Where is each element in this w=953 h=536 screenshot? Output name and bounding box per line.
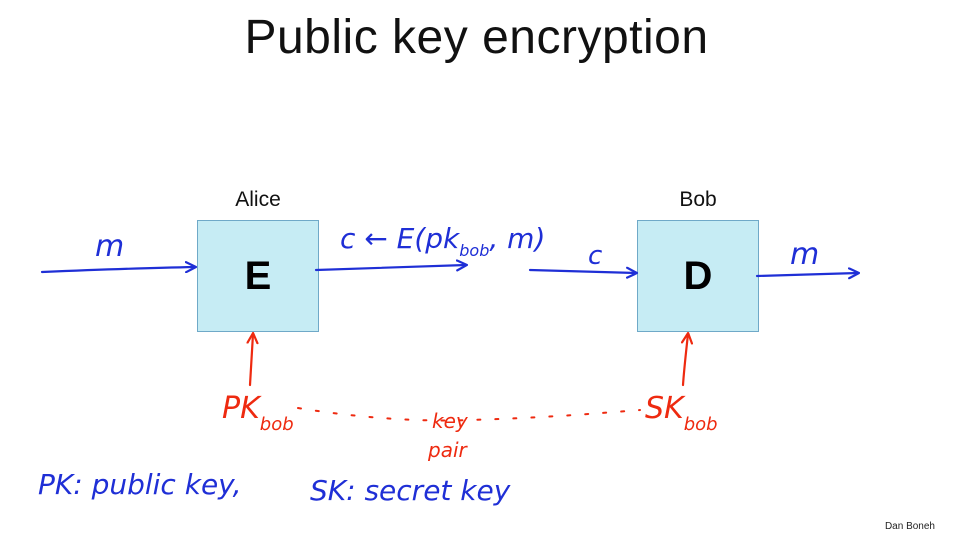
alice-label: Alice bbox=[235, 188, 281, 211]
pk-bob-main: PK bbox=[222, 391, 262, 426]
key-pair-label-key: key bbox=[432, 409, 469, 433]
ciphertext-equation-tail: , m) bbox=[489, 222, 545, 255]
author-footer: Dan Boneh bbox=[884, 521, 935, 532]
ciphertext-equation: c ← E(pkbob, m) bbox=[340, 222, 545, 260]
arrow-bob-out bbox=[755, 273, 858, 276]
key-pair-dashed-line bbox=[297, 407, 641, 422]
slide-title: Public key encryption bbox=[244, 11, 709, 64]
pk-bob-sub: bob bbox=[260, 414, 294, 435]
arrow-c-to-bob bbox=[528, 270, 636, 273]
decrypt-box: D bbox=[637, 220, 759, 332]
sk-bob-sub: bob bbox=[684, 414, 718, 435]
c-to-bob-label: c bbox=[588, 241, 602, 271]
output-m-label: m bbox=[790, 237, 819, 272]
encrypt-box: E bbox=[197, 220, 319, 332]
sk-definition: SK: secret key bbox=[310, 474, 511, 507]
sk-bob-main: SK bbox=[645, 391, 686, 426]
ciphertext-equation-main: c ← E(pk bbox=[340, 222, 461, 255]
arrow-sk-to-bob bbox=[683, 334, 688, 387]
arrow-m-to-alice bbox=[40, 267, 195, 272]
bob-label: Bob bbox=[679, 188, 717, 211]
arrow-pk-to-alice bbox=[250, 334, 253, 387]
sk-bob-label: SKbob bbox=[645, 391, 718, 435]
pk-bob-label: PKbob bbox=[222, 391, 294, 435]
arrow-alice-out bbox=[314, 265, 466, 270]
input-m-label: m bbox=[95, 229, 124, 264]
key-pair-label-pair: pair bbox=[427, 438, 469, 462]
ciphertext-equation-sub: bob bbox=[459, 241, 489, 260]
pk-definition: PK: public key, bbox=[38, 468, 241, 501]
